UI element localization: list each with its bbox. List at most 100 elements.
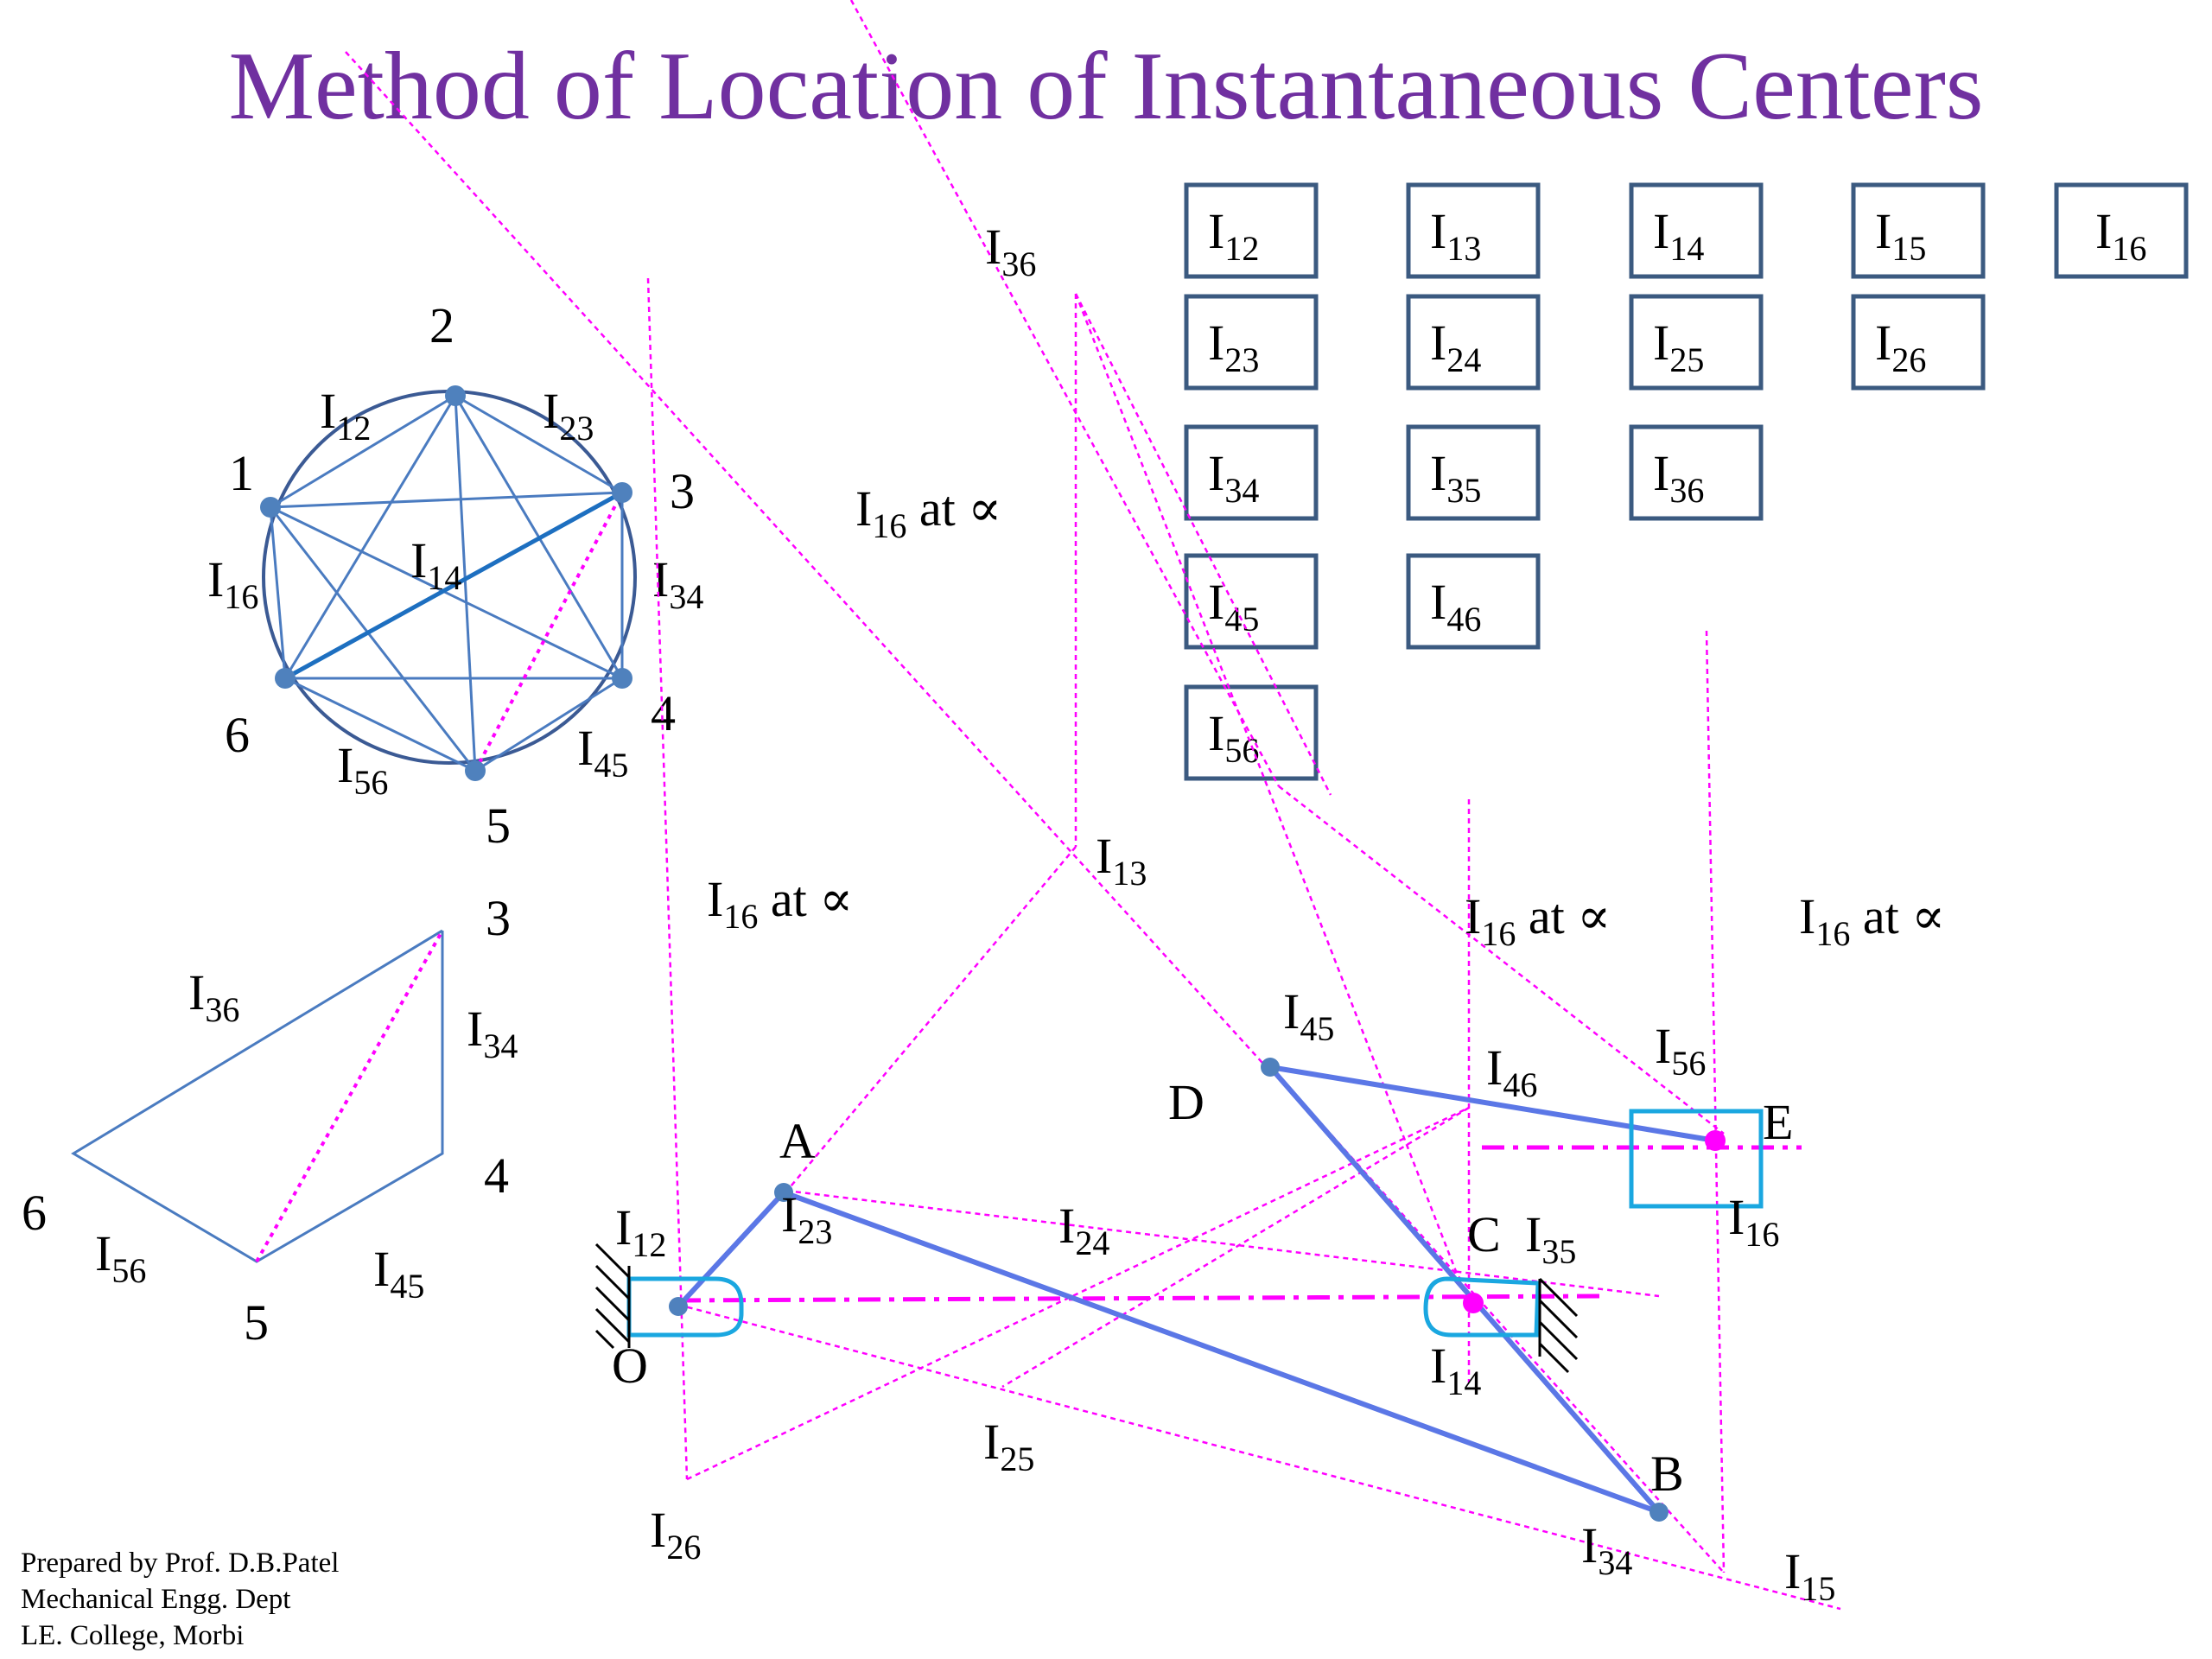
svg-text:I14: I14 (1653, 203, 1704, 268)
circle-label-i45: I45 (577, 720, 628, 785)
svg-text:I16: I16 (2095, 203, 2146, 268)
ground-hatch-right (1538, 1277, 1579, 1374)
ic-box-45: I45 (1184, 553, 1319, 650)
ic-box-24: I24 (1406, 294, 1541, 391)
slider-C (1423, 1276, 1541, 1338)
svg-text:I23: I23 (1208, 315, 1259, 379)
label-i45: I45 (1283, 983, 1334, 1048)
ic-box-23: I23 (1184, 294, 1319, 391)
ic-box-grid: I12 I13 I14 I15 I16 I23 I24 I25 I26 I34 … (1184, 182, 2189, 781)
ic-box-25: I25 (1629, 294, 1764, 391)
ic-box-16: I16 (2054, 182, 2189, 279)
infinity-note-3: I16 at ∝ (1465, 888, 1611, 953)
label-i14: I14 (1430, 1338, 1481, 1402)
infinity-note-2: I16 at ∝ (707, 871, 853, 936)
label-E: E (1763, 1094, 1793, 1150)
label-B: B (1650, 1446, 1684, 1502)
circle-point-6: 6 (225, 707, 250, 763)
ic-box-34: I34 (1184, 424, 1319, 521)
circle-label-i16: I16 (207, 551, 258, 616)
polygon-diagram: 3 4 5 6 I36 I34 I56 I45 (22, 890, 518, 1351)
label-i25: I25 (983, 1414, 1034, 1478)
circle-points (260, 385, 632, 781)
circle-diagram: 1 2 3 4 5 6 I12 I23 I14 I16 I34 I45 I56 (207, 297, 703, 854)
ic-box-15: I15 (1851, 182, 1986, 279)
label-O: O (612, 1338, 648, 1394)
infinity-note-4: I16 at ∝ (1799, 888, 1945, 953)
link-DB (1268, 1065, 1662, 1514)
credit-block: Prepared by Prof. D.B.Patel Mechanical E… (21, 1545, 339, 1654)
svg-text:I45: I45 (1208, 574, 1259, 639)
poly-point-3: 3 (486, 890, 511, 946)
ic-box-36: I36 (1629, 424, 1764, 521)
link-AB (782, 1190, 1661, 1515)
poly-point-5: 5 (244, 1294, 269, 1351)
ic-box-12: I12 (1184, 182, 1319, 279)
construction-lines (345, 0, 1841, 1611)
label-i15: I15 (1784, 1543, 1835, 1608)
svg-text:I46: I46 (1430, 574, 1481, 639)
ic-box-26: I26 (1851, 294, 1986, 391)
ic-box-46: I46 (1406, 553, 1541, 650)
label-i16: I16 (1728, 1189, 1779, 1254)
ic-box-56: I56 (1184, 684, 1319, 781)
label-i35: I35 (1525, 1206, 1576, 1271)
label-i46: I46 (1486, 1039, 1537, 1104)
label-D: D (1168, 1074, 1205, 1130)
circle-point-3: 3 (670, 463, 695, 519)
label-i26: I26 (650, 1502, 701, 1567)
circle-point-2: 2 (429, 297, 454, 353)
infinity-notes: I16 at ∝ I16 at ∝ I16 at ∝ I16 at ∝ (707, 480, 1945, 953)
ground-hatch-left (594, 1243, 631, 1350)
poly-point-4: 4 (484, 1147, 509, 1204)
svg-text:I12: I12 (1208, 203, 1259, 268)
ic-box-13: I13 (1406, 182, 1541, 279)
label-i13: I13 (1096, 828, 1147, 893)
svg-text:I13: I13 (1430, 203, 1481, 268)
ic-box-35: I35 (1406, 424, 1541, 521)
circle-point-1: 1 (229, 445, 254, 501)
label-i56: I56 (1655, 1018, 1706, 1083)
label-A: A (779, 1113, 816, 1169)
circle-label-i56: I56 (337, 737, 388, 802)
label-i24: I24 (1058, 1198, 1109, 1262)
circle-label-i23: I23 (543, 383, 594, 448)
poly-label-i56: I56 (95, 1225, 146, 1290)
svg-text:I26: I26 (1875, 315, 1926, 379)
slider-E (1629, 1109, 1764, 1209)
svg-text:I24: I24 (1430, 315, 1481, 379)
label-i36: I36 (985, 219, 1036, 283)
label-i34: I34 (1581, 1517, 1632, 1582)
mechanism-links (676, 1065, 1716, 1515)
circle-point-4: 4 (651, 685, 676, 741)
label-i12: I12 (615, 1199, 666, 1264)
slider-path-lines (677, 1145, 1802, 1303)
svg-text:I34: I34 (1208, 445, 1259, 510)
poly-label-i34: I34 (467, 1001, 518, 1065)
svg-text:I35: I35 (1430, 445, 1481, 510)
label-C: C (1467, 1206, 1501, 1262)
poly-label-i36: I36 (188, 964, 239, 1029)
circle-label-i34: I34 (652, 551, 703, 616)
poly-point-6: 6 (22, 1185, 47, 1241)
infinity-note-1: I16 at ∝ (855, 480, 1001, 545)
page-title: Method of Location of Instantaneous Cent… (228, 33, 1984, 140)
credit-line-1: Prepared by Prof. D.B.Patel (21, 1548, 340, 1579)
svg-text:I15: I15 (1875, 203, 1926, 268)
mechanism-labels: O A B C D E I12 I23 I24 I25 I26 I13 I14 … (612, 219, 1835, 1608)
ic-box-14: I14 (1629, 182, 1764, 279)
svg-text:I36: I36 (1653, 445, 1704, 510)
credit-line-2: Mechanical Engg. Dept (21, 1584, 291, 1615)
mechanism-joints (669, 1058, 1726, 1522)
circle-label-i12: I12 (320, 383, 371, 448)
svg-text:I25: I25 (1653, 315, 1704, 379)
circle-point-5: 5 (486, 798, 511, 854)
link-OA (676, 1190, 786, 1309)
poly-label-i45: I45 (373, 1241, 424, 1306)
link-DE (1269, 1065, 1716, 1143)
circle-label-i14: I14 (410, 532, 461, 597)
chord-16-34 (283, 490, 624, 681)
slider-O (626, 1276, 744, 1338)
credit-line-3: LE. College, Morbi (21, 1620, 245, 1651)
